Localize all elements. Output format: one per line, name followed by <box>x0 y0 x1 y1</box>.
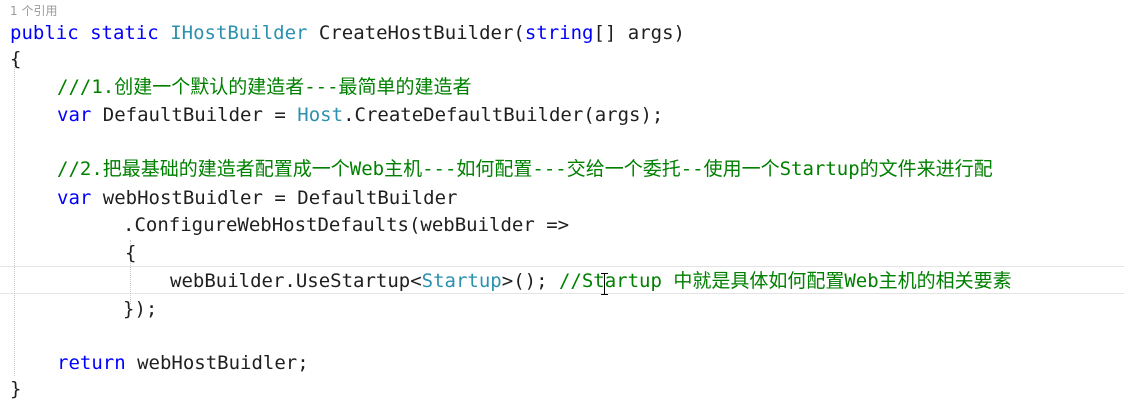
type-name: Host <box>297 104 344 126</box>
code-line-14[interactable]: } <box>10 376 21 402</box>
keyword: public <box>10 22 79 44</box>
identifier: DefaultBuilder <box>297 187 458 209</box>
punctuation: ( <box>513 22 525 44</box>
code-line-13[interactable]: return webHostBuidler; <box>57 350 309 376</box>
variable-name: DefaultBuilder <box>102 104 263 126</box>
comment: //Startup 中就是具体如何配置Web主机的相关要素 <box>558 270 1012 292</box>
current-line-highlight <box>0 266 1124 294</box>
identifier: webHostBuidler; <box>137 352 309 374</box>
variable-name: webHostBuidler <box>102 187 263 209</box>
parameters: [] args) <box>593 22 685 44</box>
open-brace: { <box>125 242 137 264</box>
comment: //2.把最基础的建造者配置成一个Web主机---如何配置---交给一个委托--… <box>57 158 993 180</box>
indent-guide <box>130 240 131 304</box>
keyword: return <box>57 352 126 374</box>
code-line-9[interactable]: { <box>125 240 136 266</box>
type-name: IHostBuilder <box>170 22 308 44</box>
code-line-6[interactable]: //2.把最基础的建造者配置成一个Web主机---如何配置---交给一个委托--… <box>57 156 993 182</box>
operator: = <box>274 104 286 126</box>
code-line-1[interactable]: public static IHostBuilder CreateHostBui… <box>10 20 685 46</box>
operator: = <box>274 187 286 209</box>
type-name: Startup <box>421 270 502 292</box>
method-call: .ConfigureWebHostDefaults(webBuilder => <box>123 214 570 236</box>
open-brace: { <box>10 48 22 70</box>
text-cursor-icon <box>601 273 608 295</box>
code-line-8[interactable]: .ConfigureWebHostDefaults(webBuilder => <box>123 212 569 238</box>
method-call: webBuilder.UseStartup< <box>170 270 422 292</box>
method-call: .CreateDefaultBuilder(args); <box>343 104 664 126</box>
code-line-2[interactable]: { <box>10 46 21 72</box>
indent-guide <box>14 58 15 376</box>
method-call: >(); <box>501 270 548 292</box>
code-line-10[interactable]: webBuilder.UseStartup<Startup>(); //Star… <box>170 268 1012 294</box>
code-line-4[interactable]: var DefaultBuilder = Host.CreateDefaultB… <box>57 102 663 128</box>
code-line-7[interactable]: var webHostBuidler = DefaultBuilder <box>57 185 457 211</box>
close-brace: } <box>10 378 22 400</box>
code-line-11[interactable]: }); <box>123 296 157 322</box>
reference-count-codelens[interactable]: 1 个引用 <box>10 4 58 18</box>
method-name: CreateHostBuilder <box>318 22 514 44</box>
keyword: string <box>524 22 594 44</box>
keyword: var <box>57 104 92 126</box>
code-line-3[interactable]: ///1.创建一个默认的建造者---最简单的建造者 <box>57 74 472 100</box>
keyword: static <box>90 22 159 44</box>
comment: ///1.创建一个默认的建造者---最简单的建造者 <box>57 76 472 98</box>
close-brace: }); <box>123 298 158 320</box>
keyword: var <box>57 187 92 209</box>
